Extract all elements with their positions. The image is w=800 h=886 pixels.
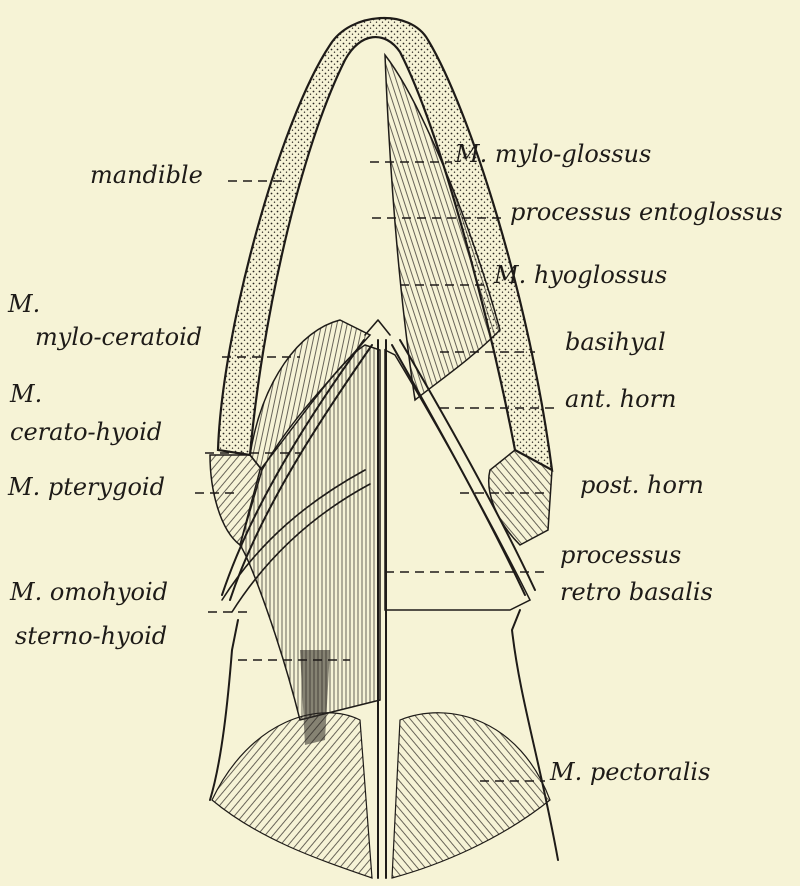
- label-hyoglossus: M. hyoglossus: [493, 261, 667, 289]
- label-mylo-ceratoid: mylo-ceratoid: [35, 323, 202, 351]
- label-mylo-glossus: M. mylo-glossus: [454, 140, 651, 168]
- pectoralis-muscle-right: [392, 713, 550, 878]
- pectoralis-muscle-left: [212, 713, 372, 878]
- label-ant-horn: ant. horn: [565, 385, 677, 413]
- label-omohyoid: M. omohyoid: [9, 578, 168, 606]
- sternohyoid-shadow: [300, 650, 330, 745]
- label-mylo-ceratoid-prefix: M.: [7, 290, 40, 318]
- pterygoid-muscle-right: [489, 450, 552, 545]
- label-basihyal: basihyal: [565, 328, 666, 356]
- label-sternohyoid: sterno-hyoid: [15, 622, 167, 650]
- label-processus-retro-2: retro basalis: [560, 578, 713, 606]
- label-post-horn: post. horn: [580, 471, 704, 499]
- label-pectoralis: M. pectoralis: [549, 758, 710, 786]
- label-processus-entoglossus: processus entoglossus: [510, 198, 783, 226]
- label-pterygoid: M. pterygoid: [7, 473, 165, 501]
- label-processus-retro-1: processus: [560, 541, 681, 569]
- label-cerato-hyoid-prefix: M.: [9, 380, 42, 408]
- label-cerato-hyoid: cerato-hyoid: [10, 418, 162, 446]
- label-mandible: mandible: [90, 161, 203, 189]
